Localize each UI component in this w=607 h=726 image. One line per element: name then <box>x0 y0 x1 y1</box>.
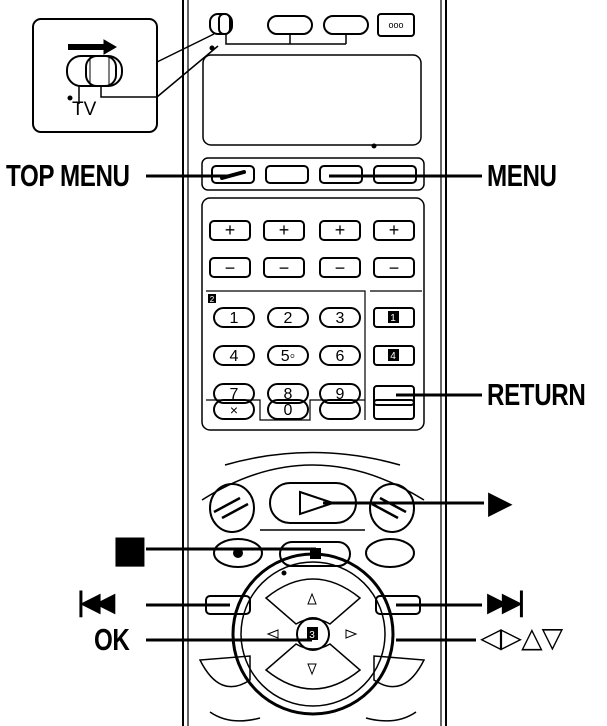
dpad-outer-ring <box>231 552 395 716</box>
ok-marker: 3 <box>309 630 315 641</box>
key-label-7: 7 <box>230 386 239 403</box>
clear-key-label: × <box>230 402 238 418</box>
remote-display-window <box>202 54 422 146</box>
key-label-0: 0 <box>284 402 293 419</box>
pause-button <box>365 538 415 568</box>
remote-top-button-2 <box>323 15 369 35</box>
key-label-6: 6 <box>336 348 345 365</box>
remote-keypad-panel <box>201 197 425 431</box>
minus-label-1: − <box>225 258 236 278</box>
stop-button <box>279 541 351 567</box>
key-label-9: 9 <box>336 386 345 403</box>
key-label-8: 8 <box>284 386 293 403</box>
key-5 <box>267 345 309 366</box>
plus-button-2 <box>263 220 305 241</box>
side-key-4 <box>373 345 415 366</box>
plus-label-2: + <box>279 220 290 240</box>
return-callout: RETURN <box>487 377 586 412</box>
key-label-1: 1 <box>230 310 239 327</box>
key-7 <box>213 383 255 404</box>
menu-button-blank <box>265 165 309 184</box>
key-3 <box>319 307 361 328</box>
remote-top-button-3 <box>377 13 415 37</box>
clear-key <box>213 399 255 420</box>
ok-button <box>296 617 330 651</box>
forward-button <box>369 483 415 533</box>
side-marker-4: 4 <box>390 351 396 362</box>
side-key-1 <box>373 307 415 328</box>
key-blank-2 <box>373 399 415 420</box>
plus-button-1 <box>209 220 251 241</box>
remote-menu-panel <box>201 157 425 191</box>
stop-callout: ■ <box>112 527 148 571</box>
key-0 <box>267 399 309 420</box>
menu-callout: MENU <box>487 158 557 193</box>
plus-button-3 <box>319 220 361 241</box>
top-right-button-label: ooo <box>388 20 403 30</box>
minus-button-4 <box>373 257 415 278</box>
key-1 <box>213 307 255 328</box>
minus-button-2 <box>263 257 305 278</box>
minus-label-3: − <box>335 258 346 278</box>
numeric-marker: 2 <box>210 295 215 304</box>
minus-button-3 <box>319 257 361 278</box>
key-label-4: 4 <box>230 348 239 365</box>
record-button <box>213 538 263 568</box>
arrows-callout: ◁▷△▽ <box>480 621 563 654</box>
key-2 <box>267 307 309 328</box>
key-label-5: 5◦ <box>281 348 296 365</box>
prev-callout: |◀◀ <box>76 587 115 618</box>
key-blank-1 <box>319 399 361 420</box>
play-callout: ▶ <box>488 483 513 521</box>
minus-button-1 <box>209 257 251 278</box>
plus-label-1: + <box>225 220 236 240</box>
key-6 <box>319 345 361 366</box>
key-9 <box>319 383 361 404</box>
key-label-3: 3 <box>336 310 345 327</box>
tv-position-label: TV <box>72 99 97 120</box>
key-8 <box>267 383 309 404</box>
ok-callout: OK <box>94 622 130 657</box>
key-4 <box>213 345 255 366</box>
side-marker-1: 1 <box>390 313 396 324</box>
minus-label-4: − <box>389 258 400 278</box>
key-label-2: 2 <box>284 310 293 327</box>
plus-button-4 <box>373 220 415 241</box>
rewind-button <box>209 483 255 533</box>
top-menu-callout: TOP MENU <box>6 158 130 193</box>
inset-box <box>32 18 158 133</box>
remote-top-button-1 <box>267 15 313 35</box>
plus-label-4: + <box>389 220 400 240</box>
minus-label-2: − <box>279 258 290 278</box>
plus-label-3: + <box>335 220 346 240</box>
dpad-inner-ring <box>240 561 386 707</box>
next-callout: ▶▶| <box>487 587 526 618</box>
